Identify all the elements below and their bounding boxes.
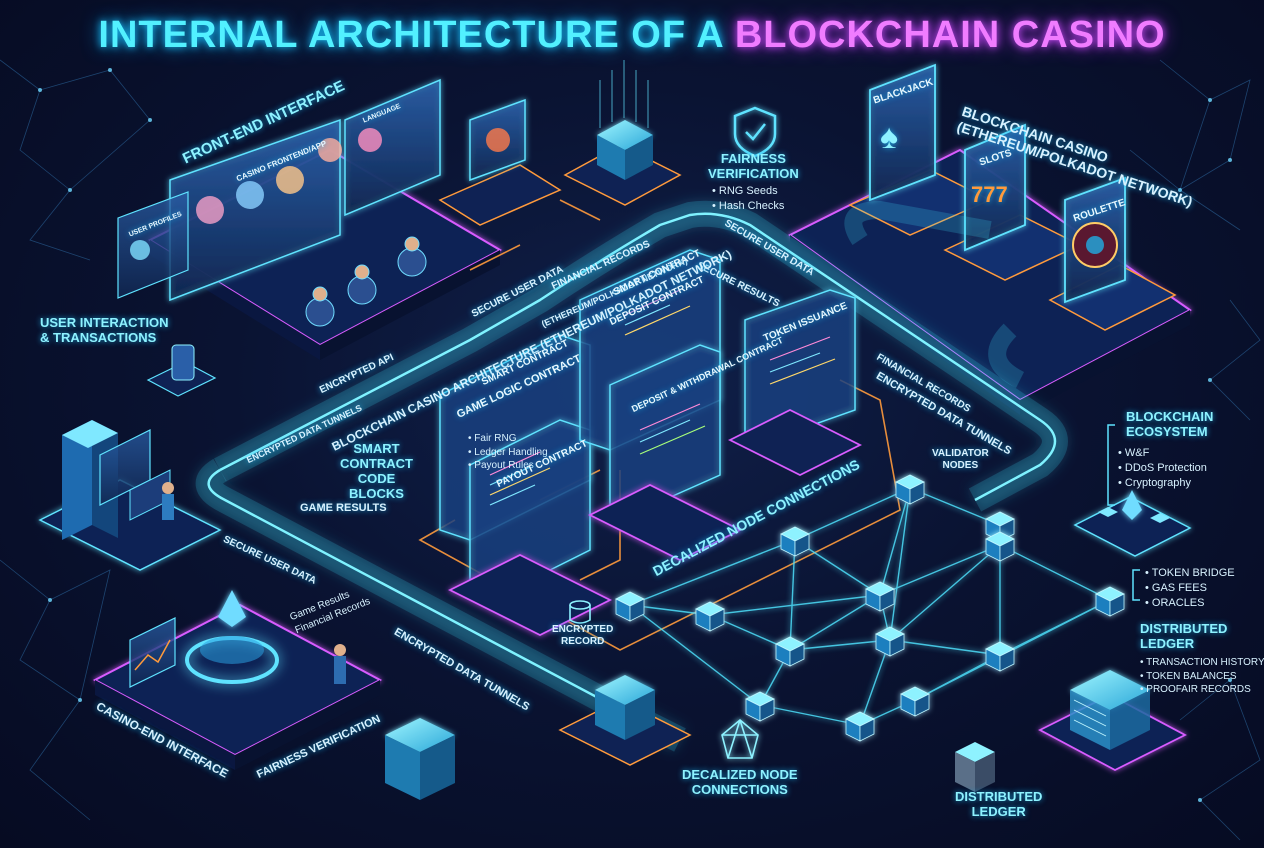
game-results-label: GAME RESULTS — [300, 502, 387, 514]
node-network-nodes — [615, 474, 1125, 742]
node-link — [889, 487, 911, 641]
distributed-ledger-right-label: DISTRIBUTED LEDGER — [1140, 621, 1228, 651]
ecosystem-items: • W&F • DDoS Protection • Cryptography — [1118, 447, 1207, 489]
node-link — [709, 594, 881, 616]
network-node-cube — [985, 641, 1015, 672]
node-link — [879, 487, 911, 596]
node-link — [789, 539, 796, 651]
shield-check-icon — [733, 106, 777, 158]
node-link — [629, 539, 796, 606]
network-node-cube — [875, 626, 905, 657]
network-icon — [721, 718, 759, 759]
node-link — [859, 639, 891, 726]
network-node-cube — [845, 711, 875, 742]
title-part-2: BLOCKCHAIN CASINO — [734, 14, 1166, 56]
node-link — [789, 594, 881, 651]
network-node-cube — [695, 601, 725, 632]
validator-nodes-label: VALIDATOR NODES — [932, 448, 989, 471]
network-node-cube — [780, 526, 810, 557]
network-node-cube — [900, 686, 930, 717]
data-cube-top — [563, 60, 682, 206]
ecosystem-platform — [1073, 490, 1192, 557]
game-cabinets — [848, 63, 1177, 331]
node-link — [759, 704, 861, 726]
user-interaction-label: USER INTERACTION & TRANSACTIONS — [40, 315, 169, 345]
encrypted-data-cube — [558, 675, 692, 766]
node-link — [794, 487, 911, 541]
code-lines — [489, 289, 836, 506]
network-node-cube — [865, 581, 895, 612]
database-icon — [569, 600, 591, 624]
network-node-cube — [745, 691, 775, 722]
ecosystem-bracket — [1107, 424, 1140, 601]
node-link — [999, 544, 1111, 601]
contract-lines-game-logic: • Fair RNG • Ledger Handling • Payout Ru… — [468, 433, 548, 471]
node-link — [889, 544, 1001, 641]
blackjack-card-icon: ♠ — [880, 118, 899, 156]
users — [305, 236, 427, 327]
node-link — [879, 544, 1001, 596]
node-link — [889, 639, 1001, 656]
decentralized-bottom-label: DECALIZED NODE CONNECTIONS — [682, 767, 798, 797]
left-server-station — [38, 420, 222, 571]
user-terminal — [146, 344, 217, 397]
slots-reel-icon: 777 — [971, 182, 1008, 207]
encrypted-record-label: ENCRYPTED RECORD — [552, 624, 614, 647]
network-node-cube — [985, 531, 1015, 562]
ledger-server-bottom — [955, 742, 995, 792]
ledger-stack-right — [1038, 670, 1187, 772]
title-part-1: INTERNAL ARCHITECTURE OF A — [98, 14, 735, 56]
network-node-cube — [775, 636, 805, 667]
distributed-ledger-bottom-label: DISTRIBUTED LEDGER — [955, 789, 1043, 819]
node-link — [789, 639, 891, 651]
monitor-device — [438, 98, 562, 226]
fairness-verification-label: FAIRNESS VERIFICATION — [708, 151, 799, 181]
background-network — [0, 59, 1261, 841]
network-node-cube — [895, 474, 925, 505]
background-dots — [38, 68, 1232, 802]
network-node-cube — [1095, 586, 1125, 617]
node-link — [909, 487, 1001, 526]
bridge-items: • TOKEN BRIDGE • GAS FEES • ORACLES — [1145, 567, 1235, 609]
page-title: INTERNAL ARCHITECTURE OF A BLOCKCHAIN CA… — [0, 14, 1264, 57]
network-node-cube — [615, 591, 645, 622]
backend-platform — [92, 590, 383, 770]
smart-contract-blocks-label: SMART CONTRACT CODE BLOCKS — [340, 441, 413, 501]
smart-contract-panels — [439, 249, 856, 596]
data-tunnel-loop — [195, 200, 1068, 752]
ledger-items: • TRANSACTION HISTORY • TOKEN BALANCES •… — [1140, 657, 1264, 695]
front-end-screens — [117, 78, 441, 302]
blockchain-ecosystem-label: BLOCKCHAIN ECOSYSTEM — [1126, 409, 1214, 439]
fairness-items: • RNG Seeds • Hash Checks — [712, 185, 785, 212]
bottom-server-cube — [385, 718, 455, 800]
node-link — [629, 604, 761, 706]
